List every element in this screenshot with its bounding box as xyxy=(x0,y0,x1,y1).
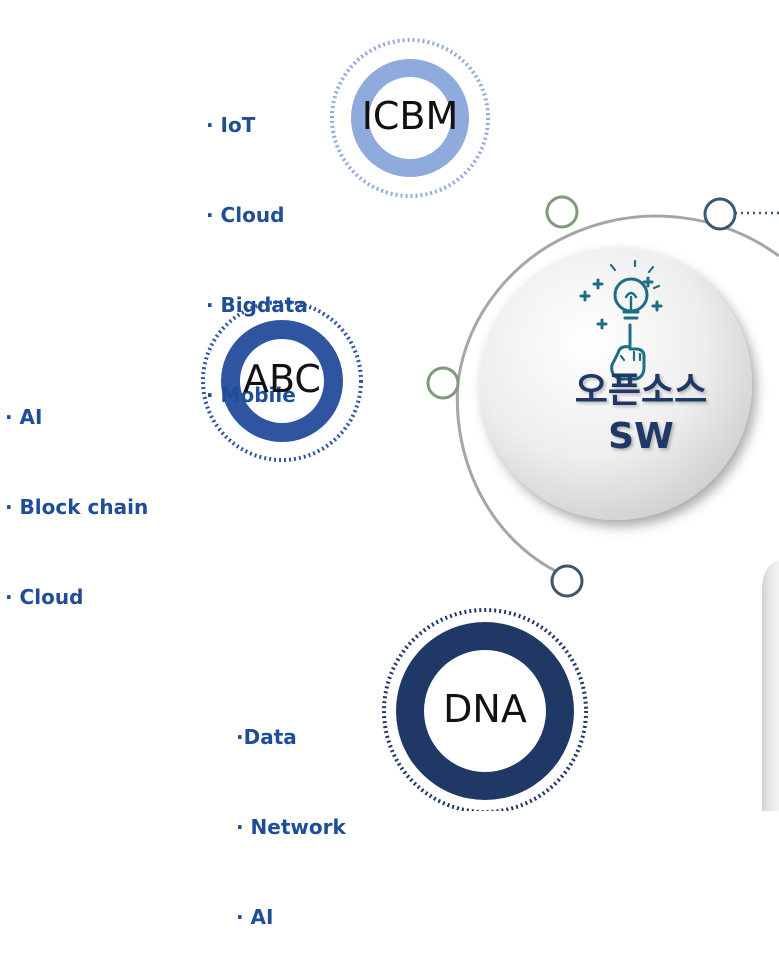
dna-label: DNA xyxy=(443,687,527,731)
dna-bullets: ·Data · Network · AI xyxy=(236,662,346,962)
list-item: · IoT xyxy=(206,113,256,137)
list-item: · Cloud xyxy=(206,203,285,227)
center-circle xyxy=(480,248,752,520)
main-arc xyxy=(455,214,779,578)
side-panel xyxy=(761,560,779,811)
node-left-green xyxy=(426,366,460,400)
dna-inner xyxy=(424,650,546,772)
icbm-bullets: · IoT · Cloud · Bigdata · Mobile xyxy=(206,50,308,440)
diagram-graphics xyxy=(201,38,779,811)
lightbulb-hand-icon xyxy=(579,259,663,381)
list-item: · Bigdata xyxy=(206,293,308,317)
list-item: · Block chain xyxy=(5,495,149,519)
list-item: · AI xyxy=(236,905,274,929)
list-item: · Network xyxy=(236,815,346,839)
list-item: · Mobile xyxy=(206,383,296,407)
abc-outer-dotted xyxy=(201,300,363,462)
node-bottom-blue xyxy=(550,564,584,598)
icbm-inner xyxy=(369,77,451,159)
list-item: · AI xyxy=(5,405,43,429)
abc-inner xyxy=(240,339,324,423)
center-title-line1: 오픈소스 xyxy=(574,370,708,411)
node-top-green xyxy=(545,195,579,229)
icbm-outer-dotted xyxy=(330,38,490,198)
icbm-label: ICBM xyxy=(361,94,459,138)
dna-outer-dotted xyxy=(382,608,588,811)
list-item: ·Data xyxy=(236,725,297,749)
node-top-blue xyxy=(703,197,737,231)
list-item: · Cloud xyxy=(5,585,84,609)
abc-bullets: · AI · Block chain · Cloud xyxy=(5,342,148,642)
center-title-line2: SW xyxy=(608,416,674,457)
center-title: 오픈소스 SW xyxy=(541,368,741,460)
abc-label: ABC xyxy=(243,357,321,401)
